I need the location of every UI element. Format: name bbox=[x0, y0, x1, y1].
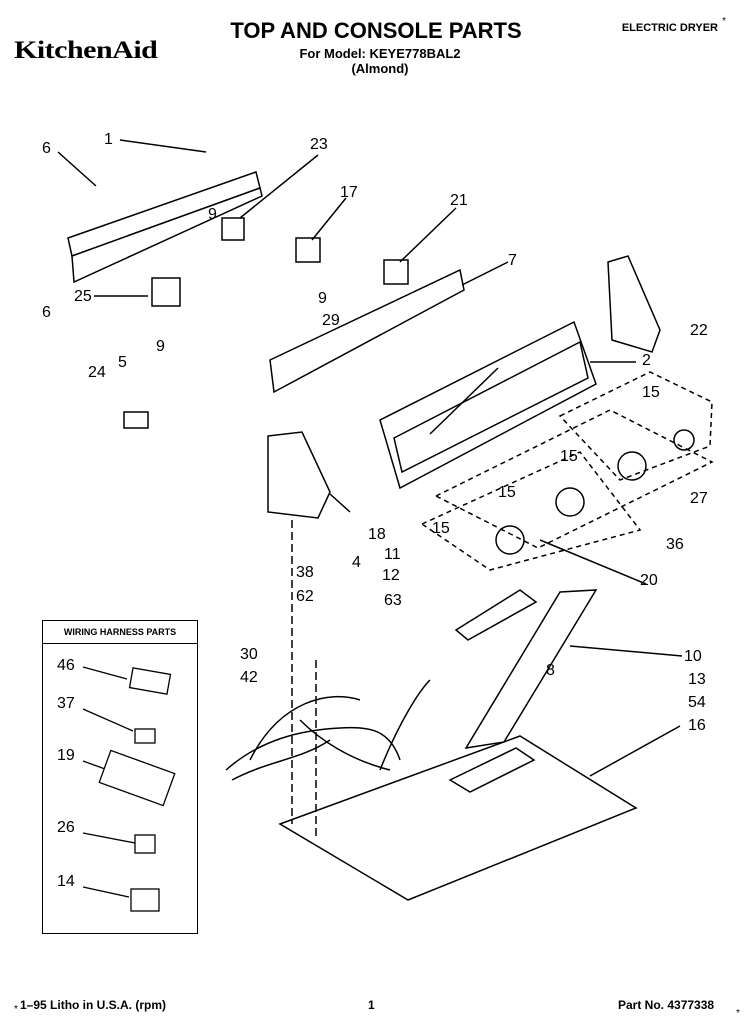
legend-heading: WIRING HARNESS PARTS bbox=[43, 621, 197, 644]
callout-label: 25 bbox=[74, 288, 92, 305]
callout-label: 18 bbox=[368, 526, 386, 543]
top-panel-part bbox=[278, 735, 638, 901]
connector-37 bbox=[134, 728, 156, 744]
callout-label: 10 bbox=[684, 648, 702, 665]
callout-label: 13 bbox=[688, 671, 706, 688]
callout-label: 11 bbox=[384, 546, 401, 563]
rear-panel-part bbox=[67, 171, 261, 257]
header-mark: * bbox=[722, 16, 726, 27]
knob-part bbox=[617, 451, 647, 481]
callout-label: 54 bbox=[688, 694, 706, 711]
callout-label: 5 bbox=[118, 354, 127, 371]
wiring-harness-legend: WIRING HARNESS PARTS 46 37 19 26 14 bbox=[42, 620, 198, 934]
backguard-part bbox=[464, 589, 598, 749]
legend-item-label: 14 bbox=[57, 873, 75, 890]
callout-label: 6 bbox=[42, 304, 51, 321]
product-type: ELECTRIC DRYER bbox=[621, 22, 718, 34]
callout-label: 15 bbox=[642, 384, 660, 401]
callout-label: 36 bbox=[666, 536, 684, 553]
callout-label: 4 bbox=[352, 554, 361, 571]
panel-11-part bbox=[454, 589, 538, 641]
callout-label: 2 bbox=[642, 352, 651, 369]
legend-item-label: 19 bbox=[57, 747, 75, 764]
callout-label: 42 bbox=[240, 669, 258, 686]
callout-label: 16 bbox=[688, 717, 706, 734]
callout-label: 29 bbox=[322, 312, 340, 329]
callout-label: 23 bbox=[310, 136, 328, 153]
knob-part bbox=[555, 487, 585, 517]
callout-label: 27 bbox=[690, 490, 708, 507]
callout-label: 12 bbox=[382, 567, 400, 584]
model-line: For Model: KEYE778BAL2 bbox=[299, 46, 461, 61]
callout-label: 17 bbox=[340, 184, 358, 201]
callout-label: 24 bbox=[88, 364, 106, 381]
callout-label: 6 bbox=[42, 140, 51, 157]
callout-label: 22 bbox=[690, 322, 708, 339]
connector-46 bbox=[128, 667, 172, 695]
model-info: For Model: KEYE778BAL2 (Almond) bbox=[270, 46, 490, 76]
page-title: TOP AND CONSOLE PARTS bbox=[230, 18, 522, 43]
callout-label: 9 bbox=[318, 290, 327, 307]
connector-19 bbox=[98, 749, 176, 807]
callout-label: 30 bbox=[240, 646, 258, 663]
legend-item-label: 37 bbox=[57, 695, 75, 712]
page-number: 1 bbox=[368, 998, 375, 1012]
knob-part bbox=[495, 525, 525, 555]
legend-item-label: 26 bbox=[57, 819, 75, 836]
end-cap-right-part bbox=[607, 255, 661, 353]
callout-label: 9 bbox=[156, 338, 165, 355]
knob-part bbox=[673, 429, 695, 451]
callout-label: 8 bbox=[546, 662, 555, 679]
callout-label: 20 bbox=[640, 572, 658, 589]
footer-mark: * bbox=[14, 1004, 18, 1015]
callout-label: 7 bbox=[508, 252, 517, 269]
wire-harness-part bbox=[225, 679, 431, 771]
callout-label: 15 bbox=[432, 520, 450, 537]
legend-item-label: 46 bbox=[57, 657, 75, 674]
switch-part bbox=[221, 217, 245, 241]
switch-part bbox=[383, 259, 409, 285]
part-number: Part No. 4377338 bbox=[618, 998, 715, 1012]
legend-parts-drawing bbox=[82, 666, 176, 912]
callout-label: 63 bbox=[384, 592, 402, 609]
callout-label: 38 bbox=[296, 564, 314, 581]
connector-part bbox=[123, 411, 149, 429]
callout-label: 1 bbox=[104, 131, 113, 148]
callout-label: 9 bbox=[208, 206, 217, 223]
part-25 bbox=[151, 277, 181, 307]
brand-logo: KitchenAid bbox=[14, 36, 158, 65]
connector-14 bbox=[130, 888, 160, 912]
end-cap-part bbox=[267, 431, 331, 519]
callout-label: 15 bbox=[560, 448, 578, 465]
litho-text: 1–95 Litho in U.S.A. (rpm) bbox=[20, 998, 167, 1012]
footer-mark-right: * bbox=[736, 1008, 740, 1019]
callout-label: 15 bbox=[498, 484, 516, 501]
color-line: (Almond) bbox=[351, 61, 409, 76]
clip-26 bbox=[134, 834, 156, 854]
console-frame-part bbox=[269, 268, 465, 394]
callout-label: 21 bbox=[450, 192, 468, 209]
switch-part bbox=[295, 237, 321, 263]
callout-label: 62 bbox=[296, 588, 314, 605]
